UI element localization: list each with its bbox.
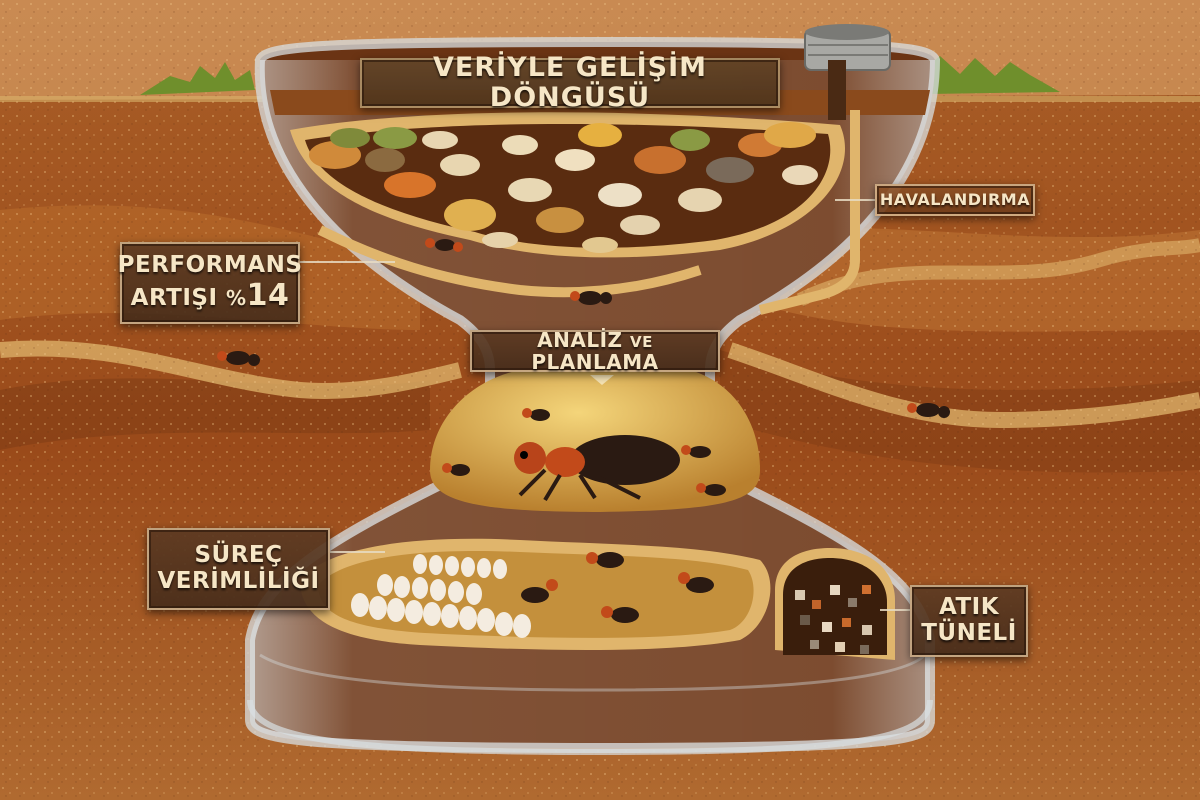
worker-ant-icon	[522, 408, 550, 421]
waste-line2: TÜNELİ	[921, 620, 1017, 646]
worker-ant-icon	[586, 552, 624, 568]
waste-line1: ATIK	[938, 594, 1000, 621]
waste-chamber	[775, 548, 895, 660]
ventilation-label: HAVALANDIRMA	[875, 184, 1035, 216]
process-line1: SÜREÇ	[194, 542, 283, 569]
infographic-title: VERİYLE GELİŞİM DÖNGÜSÜ	[360, 52, 780, 113]
and-word: VE	[630, 332, 653, 351]
performance-line1: PERFORMANS	[117, 252, 303, 279]
worker-ant-icon	[696, 483, 726, 496]
analysis-word: ANALİZ	[537, 327, 623, 352]
process-line2: VERİMLİLİĞİ	[157, 568, 320, 594]
ventilation-text: HAVALANDIRMA	[879, 190, 1031, 210]
performance-increase-label: PERFORMANS ARTIŞI %14	[117, 242, 303, 324]
performance-line2: ARTIŞI %14	[131, 279, 290, 313]
worker-ant-icon	[681, 445, 711, 458]
analysis-planning-label: ANALİZ VE PLANLAMA	[470, 327, 720, 374]
worker-ant-icon	[678, 572, 714, 593]
ant-icons	[217, 238, 950, 623]
seed-storage-chamber	[290, 112, 845, 258]
worker-ant-icon	[521, 579, 558, 603]
process-efficiency-label: SÜREÇ VERİMLİLİĞİ	[147, 528, 330, 610]
worker-ant-icon	[907, 403, 950, 418]
worker-ant-icon	[601, 606, 639, 623]
percent-sign: %	[226, 286, 247, 311]
queen-ant-icon	[514, 435, 680, 502]
performance-increase-text: ARTIŞI	[130, 285, 218, 312]
planning-word: PLANLAMA	[531, 350, 659, 374]
worker-ant-icon	[217, 351, 260, 366]
worker-ant-icon	[442, 463, 470, 476]
analysis-planning-text: ANALİZ VE PLANLAMA	[472, 327, 718, 374]
ventilation-shaft	[804, 24, 891, 120]
waste-tunnel-label: ATIK TÜNELİ	[910, 585, 1028, 657]
worker-ant-icon	[570, 291, 612, 305]
title-text: VERİYLE GELİŞİM DÖNGÜSÜ	[433, 51, 707, 113]
performance-value: 14	[246, 278, 290, 314]
worker-ant-icon	[425, 238, 463, 252]
